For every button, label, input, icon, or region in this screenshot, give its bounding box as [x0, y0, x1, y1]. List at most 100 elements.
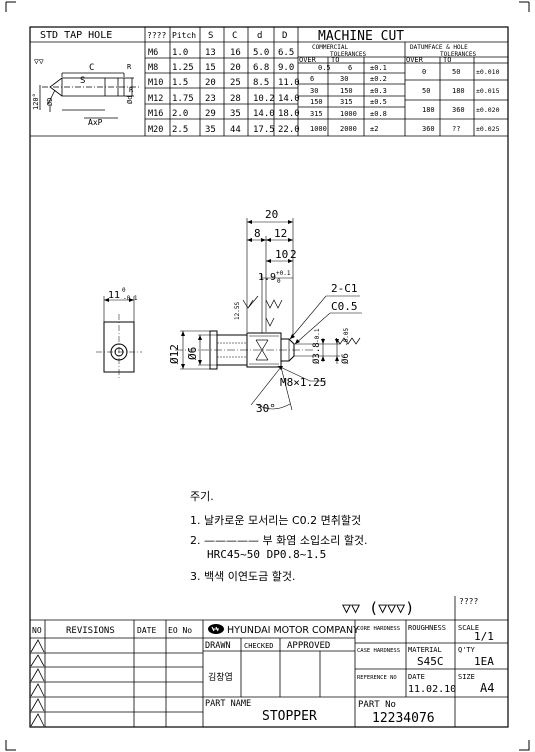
part-no-label: PART No	[358, 700, 396, 710]
tap-hole-table	[30, 27, 508, 137]
tap-table-cell: 8.5	[253, 78, 269, 88]
datum-over: OVER	[406, 56, 424, 64]
side-view-arrows	[104, 298, 134, 302]
tap-table-cell: 9.0	[278, 63, 294, 73]
dia-3-8: Ø3.8	[311, 342, 322, 364]
datum-cell: 0	[422, 68, 426, 76]
side-dim-tol-lower: -0.1	[123, 295, 138, 302]
commercial-to: TO	[331, 56, 339, 64]
commercial-cell: 30	[310, 87, 318, 95]
commercial-cell: 6	[348, 64, 352, 72]
dim-c-label: C	[89, 63, 94, 73]
part-no: 12234076	[372, 711, 435, 726]
commercial-cell: 1000	[310, 125, 327, 133]
tap-table-cell: 17.5	[253, 125, 275, 135]
material-label: MATERIAL	[408, 646, 442, 654]
dia-6-right-tol: -0.05	[343, 328, 350, 346]
tap-table-headers: ???? Pitch S C d D	[147, 31, 287, 41]
datum-cell: ±0.010	[476, 68, 500, 76]
date-value: 11.02.10	[408, 684, 456, 695]
datum-cell: 50	[452, 68, 460, 76]
dim-20: 20	[265, 208, 278, 221]
datum-cell: 180	[422, 106, 435, 114]
header-cell: ????	[147, 31, 166, 40]
crop-marks	[5, 1, 530, 751]
drawn-name: 김창엽	[208, 671, 233, 683]
commercial-cell: 150	[310, 98, 323, 106]
tap-table-cell: 1.5	[172, 78, 188, 88]
commercial-cell: ±0.5	[370, 98, 387, 106]
tap-table-cell: 1.75	[172, 94, 194, 104]
datum-header-2: TOLERANCES	[440, 51, 477, 58]
datum-header-1: DATUMFACE & HOLE	[410, 44, 468, 51]
tap-table-cell: 6.8	[253, 63, 269, 73]
tap-table-cell: 2.0	[172, 109, 188, 119]
datum-cell: ±0.015	[476, 87, 500, 95]
tap-table-cell: M16	[148, 109, 163, 119]
tap-table-cell: 13	[205, 48, 216, 58]
dim-2: 2	[290, 248, 297, 261]
commercial-cell: 2000	[340, 125, 357, 133]
tap-symbol: ▽▽	[34, 57, 44, 66]
note-3: 3. 백색 이연도금 할것.	[190, 570, 295, 583]
tap-table-cell: 44	[230, 125, 241, 135]
roughness-label: ROUGHNESS	[408, 624, 446, 632]
company-name: HYUNDAI MOTOR COMPANY	[227, 625, 359, 636]
drawn-label: DRAWN	[205, 641, 231, 651]
commercial-cell: ±2	[370, 125, 378, 133]
tap-table-cell: 1.25	[172, 63, 194, 73]
dim-s-label: S	[80, 76, 85, 86]
checked-label: CHECKED	[244, 642, 274, 650]
header-cell: D	[282, 31, 287, 41]
header-cell: d	[257, 31, 262, 41]
angle-label: 120°	[32, 93, 40, 110]
tap-table-cell: 29	[205, 109, 216, 119]
commercial-cell: 315	[310, 110, 323, 118]
dia-3-8-tol: -0.1	[314, 328, 321, 343]
tap-table-cell: 25	[230, 78, 241, 88]
tap-table-cell: 16	[230, 48, 241, 58]
tap-table-cell: M10	[148, 78, 163, 88]
col-date: DATE	[137, 626, 156, 635]
tap-table-cell: 1.0	[172, 48, 188, 58]
title-block-grid	[30, 619, 508, 727]
commercial-cell: 0.5	[318, 64, 331, 72]
date-label: DATE	[408, 673, 425, 681]
commercial-cell: 150	[340, 87, 353, 95]
scale-label: SCALE	[458, 624, 479, 632]
core-hardness-label: CORE HARDNESS	[357, 626, 400, 632]
datum-cell: 360	[452, 106, 465, 114]
size-label: SIZE	[458, 673, 475, 681]
dimension-lines	[180, 218, 362, 411]
part-side-view	[96, 296, 142, 380]
part-name-label: PART NAME	[205, 699, 251, 709]
dim-1-9-tol-lower: 0	[277, 278, 281, 285]
note-2-spec: HRC45~50 DP0.8~1.5	[207, 548, 326, 561]
case-hardness-label: CASE HARDNESS	[357, 648, 400, 654]
material-value: S45C	[417, 655, 444, 668]
datum-cell: 180	[452, 87, 465, 95]
dimension-arrows	[181, 220, 339, 370]
surface-finish-symbol: ▽▽ (▽▽▽)	[342, 599, 414, 617]
datum-to: TO	[443, 56, 451, 64]
commercial-cell: ±0.1	[370, 64, 387, 72]
commercial-cell: ±0.2	[370, 75, 387, 83]
tap-table-cell: 23	[205, 94, 216, 104]
tap-table-cell: 14.0	[278, 94, 300, 104]
qty-value: 1EA	[474, 655, 494, 668]
tap-table-cell: M20	[148, 125, 163, 135]
commercial-cell: 6	[310, 75, 314, 83]
tap-table-cell: M12	[148, 94, 163, 104]
note-1: 1. 날카로운 모서리는 C0.2 면취할것	[190, 514, 361, 527]
commercial-header-1: COMMERCIAL	[312, 44, 349, 51]
header-cell: C	[232, 31, 237, 41]
datum-cell: ±0.025	[476, 125, 500, 133]
commercial-cell: 30	[340, 75, 348, 83]
dim-12: 12	[274, 227, 287, 240]
datum-cell: ??	[452, 125, 460, 133]
tap-table-cell: M8	[148, 63, 158, 73]
tap-table-cell: 10.2	[253, 94, 275, 104]
tap-table-cell: 14.0	[253, 109, 275, 119]
dim-10: 10	[275, 248, 288, 261]
